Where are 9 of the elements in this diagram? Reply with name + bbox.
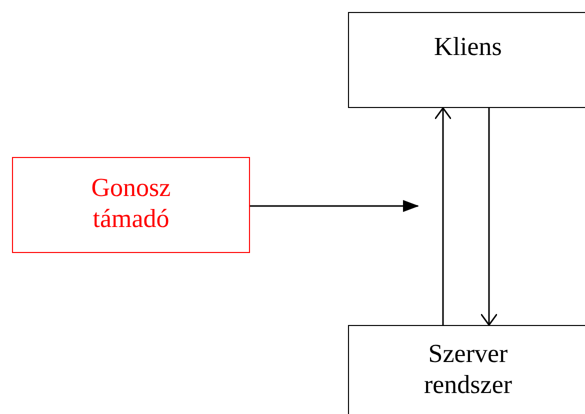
node-label: Kliens (434, 31, 502, 62)
process-box (12, 157, 250, 253)
arrow (434, 107, 452, 325)
node-label: Gonosz támadó (90, 172, 172, 234)
node-label: Szerver rendszer (422, 338, 514, 400)
process-box (348, 325, 585, 414)
arrow (480, 108, 498, 326)
arrow (250, 200, 419, 212)
process-box (348, 12, 585, 108)
